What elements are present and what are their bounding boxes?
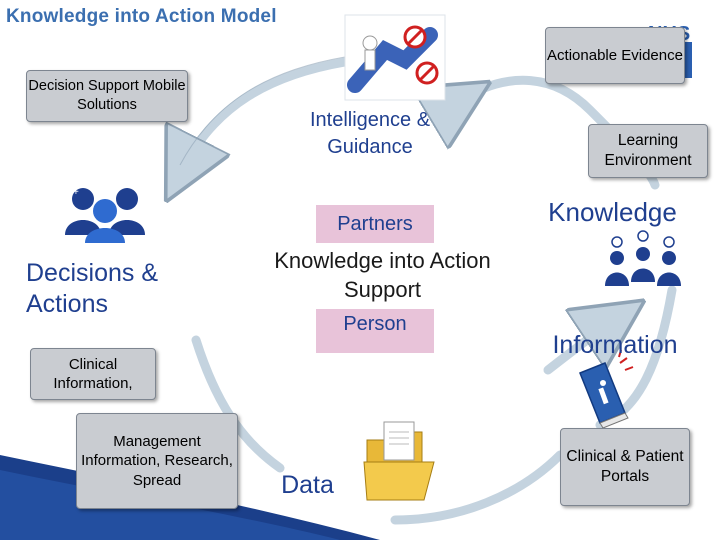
node-label: Clinical & Patient Portals bbox=[561, 447, 689, 487]
label-kia-support: Knowledge into Action Support bbox=[240, 247, 525, 304]
label-knowledge: Knowledge bbox=[520, 196, 705, 229]
node-label: Management Information, Research, Spread bbox=[77, 432, 237, 491]
node-label: Person bbox=[343, 313, 406, 336]
node-clinical-patient-portals: Clinical & Patient Portals bbox=[560, 428, 690, 506]
node-decision-support: Decision Support Mobile Solutions bbox=[26, 70, 188, 122]
page-title: Knowledge into Action Model bbox=[6, 6, 277, 28]
label-decisions-actions: Decisions & Actions bbox=[26, 258, 206, 321]
node-person: Person bbox=[316, 309, 434, 353]
label-information: Information bbox=[520, 330, 710, 361]
node-management-information: Management Information, Research, Spread bbox=[76, 413, 238, 509]
signpost-icon bbox=[345, 15, 445, 100]
svg-text:+: + bbox=[73, 187, 79, 198]
node-label: Partners bbox=[337, 213, 413, 236]
folder-icon bbox=[364, 422, 434, 500]
info-book-icon bbox=[580, 350, 633, 428]
node-clinical-information: Clinical Information, bbox=[30, 348, 156, 400]
node-learning-environment: Learning Environment bbox=[588, 124, 708, 178]
node-label: Learning Environment bbox=[589, 131, 707, 171]
node-actionable-evidence: Actionable Evidence bbox=[545, 27, 685, 84]
label-data: Data bbox=[265, 470, 350, 501]
node-label: Clinical Information, bbox=[31, 355, 155, 394]
svg-text:♥: ♥ bbox=[120, 210, 125, 220]
label-intelligence-guidance: Intelligence & Guidance bbox=[270, 107, 470, 161]
node-partners: Partners bbox=[316, 205, 434, 243]
thinking-people-icon bbox=[605, 231, 681, 286]
team-icon: + ♥ bbox=[65, 187, 145, 243]
node-label: Actionable Evidence bbox=[547, 46, 683, 66]
node-label: Decision Support Mobile Solutions bbox=[27, 77, 187, 115]
